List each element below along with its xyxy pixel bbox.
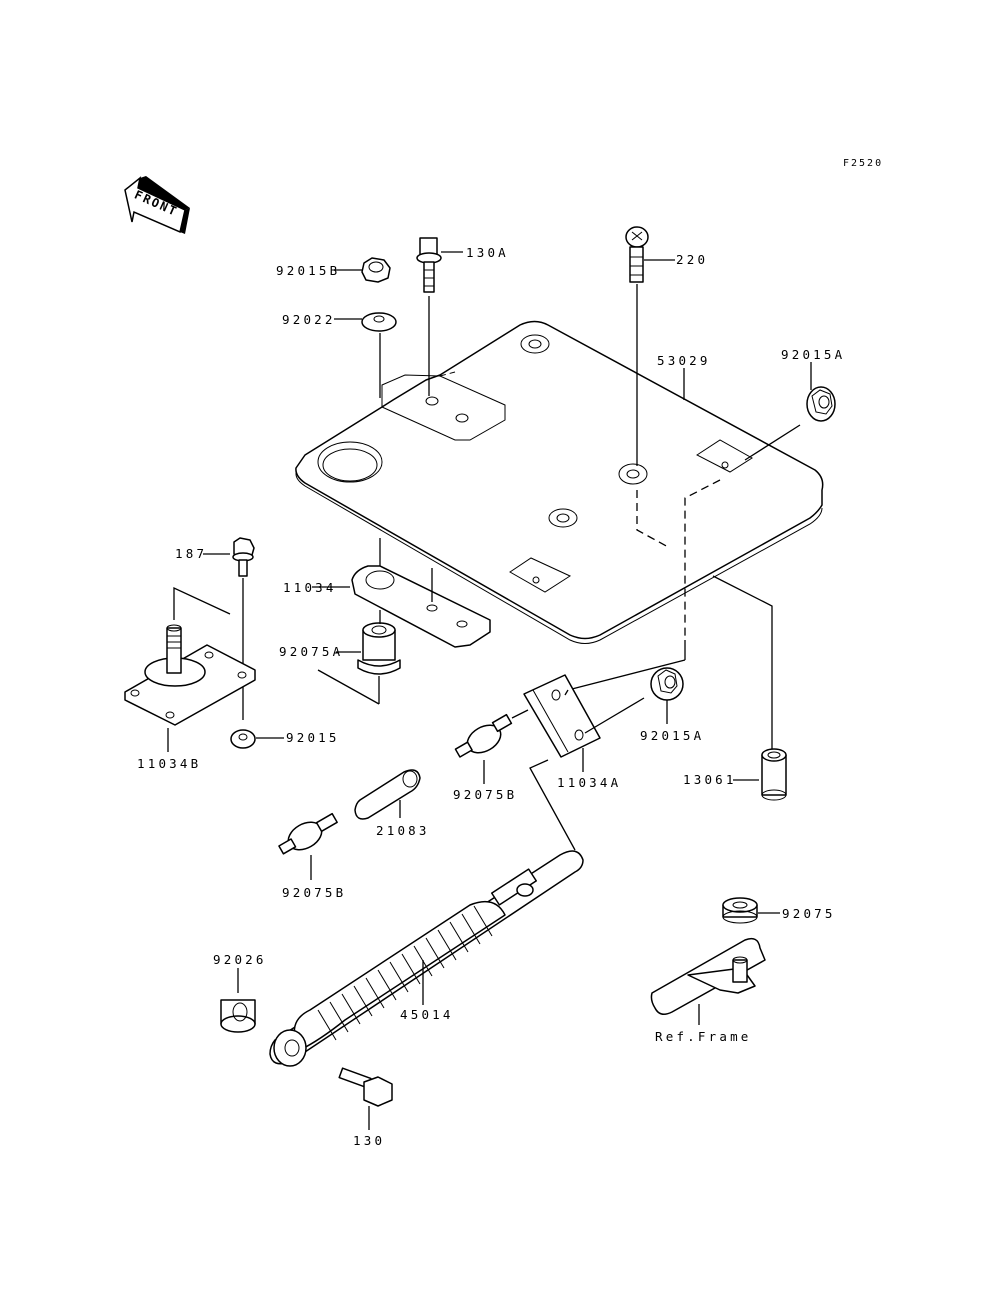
- callout-11034a: 11034A: [557, 775, 621, 790]
- callout-11034: 11034: [283, 580, 337, 595]
- callout-92022: 92022: [282, 312, 336, 327]
- bushing-92075a: [357, 622, 401, 675]
- callout-92075b-lower: 92075B: [282, 885, 346, 900]
- plate-53029: [295, 320, 824, 644]
- callout-11034b: 11034B: [137, 756, 201, 771]
- callout-130: 130: [353, 1133, 385, 1148]
- callout-21083: 21083: [376, 823, 430, 838]
- nut-92015b: [361, 257, 391, 283]
- callout-13061: 13061: [683, 772, 737, 787]
- callout-92015: 92015: [286, 730, 340, 745]
- front-arrow-icon: FRONT: [124, 176, 190, 234]
- collar-92026: [220, 999, 256, 1033]
- bolt-130a: [416, 237, 442, 293]
- washer-92022: [361, 312, 397, 332]
- figure-code: F2520: [843, 158, 883, 169]
- callout-92015a-lower: 92015A: [640, 728, 704, 743]
- callout-92075a: 92075A: [279, 644, 343, 659]
- callout-130a: 130A: [466, 245, 509, 260]
- mount-plate-11034b: [124, 624, 256, 726]
- callout-53029: 53029: [657, 353, 711, 368]
- callout-92015a-top: 92015A: [781, 347, 845, 362]
- callout-92015b: 92015B: [276, 263, 340, 278]
- flange-nut-92015: [230, 729, 256, 749]
- spacer-13061: [761, 748, 787, 801]
- ref-frame-label: Ref.Frame: [655, 1029, 752, 1044]
- bracket-11034: [351, 565, 491, 648]
- callout-187: 187: [175, 546, 207, 561]
- reference-frame: [650, 937, 766, 1015]
- damper-92075b-upper: [454, 713, 513, 758]
- bolt-187: [232, 537, 255, 577]
- rod-21083: [354, 769, 421, 820]
- screw-220: [625, 226, 649, 283]
- callout-220: 220: [676, 252, 708, 267]
- bolt-130: [338, 1067, 393, 1107]
- washer-92075: [722, 897, 758, 924]
- callout-45014: 45014: [400, 1007, 454, 1022]
- flange-nut-92015a-lower: [650, 667, 684, 701]
- shock-absorber-45014: [269, 850, 584, 1067]
- damper-92075b-lower: [278, 812, 338, 855]
- plate-11034a: [523, 674, 601, 758]
- callout-92075: 92075: [782, 906, 836, 921]
- callout-92026: 92026: [213, 952, 267, 967]
- callout-92075b-upper: 92075B: [453, 787, 517, 802]
- flange-nut-92015a-top: [806, 386, 836, 422]
